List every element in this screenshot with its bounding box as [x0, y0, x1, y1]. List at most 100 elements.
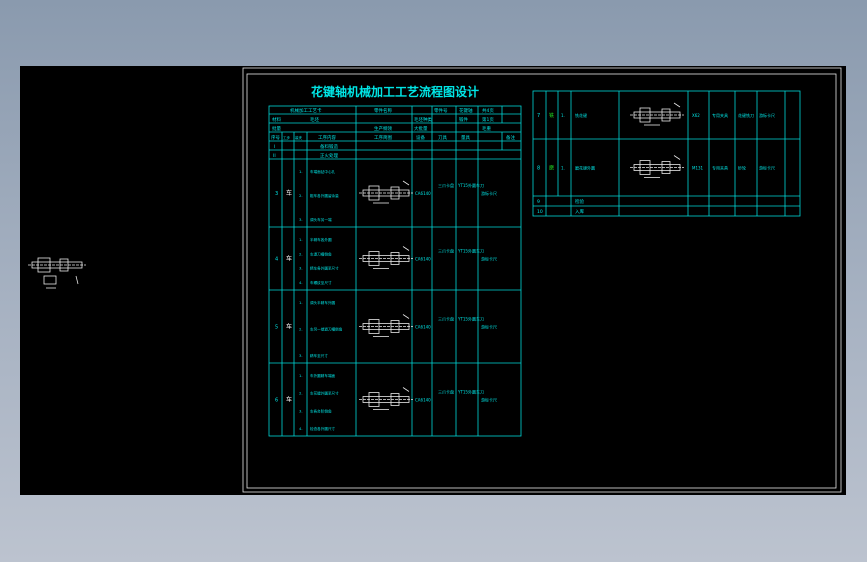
sheet-outer-frame	[242, 67, 842, 493]
step-number: 1.	[561, 166, 565, 171]
tail-text: 入库	[575, 208, 584, 215]
step-number: 1.	[299, 300, 303, 305]
operation-tool: 三爪卡盘	[438, 248, 454, 254]
header-gross-weight: 毛重	[482, 125, 491, 132]
step-number: 3.	[299, 266, 303, 271]
step-text: 精车至尺寸	[310, 353, 328, 358]
operation-machine: X62	[692, 113, 700, 118]
tail-text: 检验	[575, 198, 584, 205]
operation-gauge: YT15外圆车刀	[457, 182, 484, 188]
operation-clamp: 车	[286, 189, 292, 197]
col-gauge: 量具	[461, 134, 470, 141]
table-header: 机械加工工艺卡 零件名称 零件号 花键轴 共4页 材料 毛坯 毛坯种类 锻件 第…	[271, 107, 515, 159]
operation-tool: 专用夹具	[712, 165, 728, 171]
header-card-title: 机械加工工艺卡	[290, 107, 322, 114]
col-content: 工序内容	[318, 134, 336, 141]
header-blank-label: 毛坯	[310, 116, 319, 123]
operation-tool: 三爪卡盘	[438, 389, 454, 395]
operation-number: 3	[275, 191, 278, 197]
operation-machine: CA6140	[415, 398, 431, 403]
sheet-inner-frame	[246, 73, 837, 489]
step-text: 车螺纹至尺寸	[310, 280, 332, 285]
header-page-no: 第1页	[482, 116, 494, 123]
operation-note: 游标卡尺	[759, 112, 775, 118]
step-text: 粗车各外圆留余量	[310, 193, 339, 198]
operation-note: 游标卡尺	[481, 256, 497, 262]
operation-tool: 三爪卡盘	[438, 316, 454, 322]
header-program-label: 生产纲领	[374, 125, 392, 132]
operation-row: 4 车 1. 半精车各外圆 2. 车退刀槽倒角 3. 精车各外圆至尺寸 4. 车螺纹至尺寸 CA61…	[275, 237, 497, 285]
operation-clamp: 车	[286, 396, 292, 404]
operation-number: 5	[275, 325, 278, 331]
row-1-text: 备料锻造	[320, 143, 338, 150]
step-text: 车端面钻中心孔	[310, 169, 336, 174]
operation-note: 游标卡尺	[481, 397, 497, 403]
step-number: 3.	[299, 408, 303, 413]
operation-clamp: 铣	[549, 112, 554, 119]
col-tool: 刀具	[438, 135, 447, 141]
row-1-no: I	[274, 144, 275, 150]
operation-number: 6	[275, 398, 278, 404]
operation-number: 4	[275, 257, 278, 263]
process-table-right	[532, 90, 801, 217]
step-text: 精车各外圆至尺寸	[310, 266, 339, 271]
col-clamp: 装夹	[295, 135, 303, 140]
operation-clamp: 车	[286, 255, 292, 263]
step-text: 车另一端退刀槽倒角	[310, 327, 343, 332]
tail-number: 10	[537, 209, 543, 215]
leader-line	[673, 155, 681, 160]
operation-note: 游标卡尺	[759, 165, 775, 171]
step-number: 4.	[299, 280, 303, 285]
operation-gauge: YT15外圆车刀	[457, 248, 484, 254]
operation-number: 7	[537, 113, 540, 119]
operation-note: 游标卡尺	[481, 190, 497, 196]
header-material-label: 材料	[272, 116, 281, 123]
step-number: 3.	[299, 217, 303, 222]
col-machine: 设备	[416, 134, 425, 141]
header-part-name-value: 花键轴	[459, 107, 473, 114]
operation-machine: M131	[692, 166, 704, 171]
process-table-left	[268, 105, 522, 437]
header-program-value: 大批量	[414, 125, 428, 132]
row-2-text: 正火处理	[320, 152, 338, 159]
right-tail-row: 10 入库	[537, 208, 584, 215]
step-number: 2.	[299, 193, 303, 198]
tail-number: 9	[537, 199, 540, 205]
step-text: 半精车各外圆	[310, 237, 332, 242]
step-number: 3.	[299, 353, 303, 358]
col-step: 工步	[283, 135, 291, 140]
col-sketch: 工序简图	[374, 134, 392, 141]
header-batch-label: 批量	[272, 125, 281, 132]
col-seq: 序号	[271, 134, 280, 141]
leader-line	[673, 102, 681, 108]
step-number: 2.	[299, 327, 303, 332]
operation-gauge: YT15外圆车刀	[457, 316, 484, 322]
step-number: 1.	[299, 373, 303, 378]
step-text: 检查各外圆尺寸	[310, 426, 336, 431]
step-text: 车外圆精车端面	[310, 373, 336, 378]
operation-machine: CA6140	[415, 257, 431, 262]
cad-drawing-canvas[interactable]: 花键轴机械加工工艺流程图设计 机械加工工艺卡 零件名称 零件号 花键轴 共4页 …	[20, 66, 846, 495]
operation-note: 游标卡尺	[481, 324, 497, 330]
step-text: 调头半精车外圆	[310, 300, 336, 305]
step-text: 车退刀槽倒角	[310, 251, 332, 256]
step-number: 2.	[299, 251, 303, 256]
drawing-svg: 花键轴机械加工工艺流程图设计 机械加工工艺卡 零件名称 零件号 花键轴 共4页 …	[28, 67, 842, 493]
operation-tool: 专用夹具	[712, 112, 728, 118]
operation-clamp: 车	[286, 323, 292, 331]
step-number: 1.	[561, 113, 565, 118]
step-text: 铣花键	[575, 112, 587, 118]
leader-line	[402, 180, 410, 186]
step-number: 1.	[299, 169, 303, 174]
step-number: 1.	[299, 237, 303, 242]
leader-line	[402, 387, 410, 392]
part-sketch-small	[28, 257, 86, 289]
step-text: 调头车另一端	[310, 217, 332, 222]
header-pages: 共4页	[482, 107, 494, 114]
col-note: 备注	[506, 134, 515, 141]
header-blank-type-label: 毛坯种类	[414, 116, 432, 123]
header-part-no-label: 零件号	[434, 107, 448, 114]
header-blank-type-value: 锻件	[459, 116, 468, 123]
